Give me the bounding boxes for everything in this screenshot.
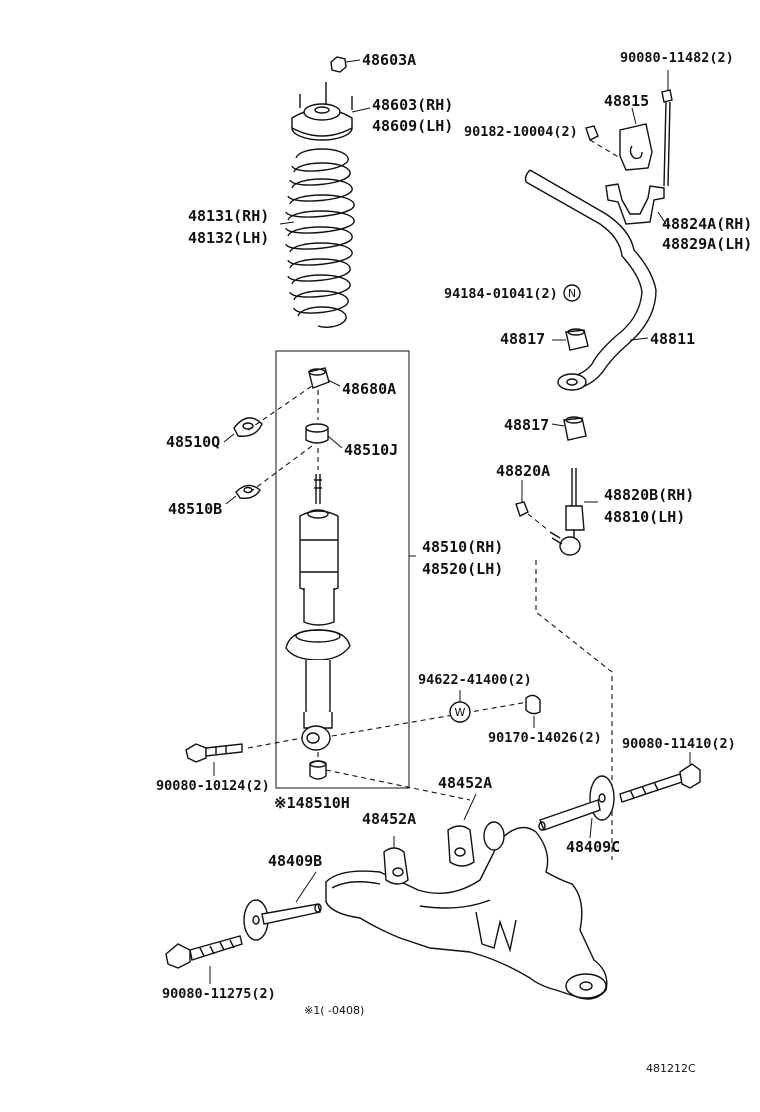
label-48520LH: 48520(LH) [422, 560, 503, 578]
footnote: ※1( -0408) [304, 1004, 364, 1017]
shock-body [285, 474, 351, 751]
washer-48510Q [223, 417, 263, 443]
bolt-90080-10124 [185, 743, 243, 776]
label-48824ARH: 48824A(RH) [662, 215, 752, 233]
label-48131RH: 48131(RH) [188, 207, 269, 225]
cam-washer-48409C [538, 775, 615, 839]
bushing-48817-upper [552, 328, 589, 351]
label-48810LH: 48810(LH) [604, 508, 685, 526]
cushion-48510J [305, 423, 343, 449]
svg-text:W: W [455, 706, 466, 719]
label-48603RH: 48603(RH) [372, 96, 453, 114]
label-90170-14026: 90170-14026(2) [488, 730, 602, 746]
label-94622-41400: 94622-41400(2) [418, 672, 532, 688]
label-48510J: 48510J [344, 441, 398, 459]
nut-48603A [330, 56, 361, 73]
stabilizer-bar-48811 [524, 169, 657, 391]
label-94184-01041: 94184-01041(2) [444, 286, 558, 302]
coil-spring [279, 148, 355, 328]
bushing-48680A [308, 367, 341, 389]
marker-n-icon: N [563, 284, 581, 302]
label-48132LH: 48132(LH) [188, 229, 269, 247]
bushing-48815 [619, 107, 653, 171]
spring-upper-support [291, 82, 371, 141]
bolt-90080-11482 [661, 70, 673, 187]
bushing-48452A-rear [447, 793, 477, 867]
bracket-48824A [605, 183, 667, 225]
nut-90182-10004 [585, 125, 621, 159]
bushing-48817-lower [551, 416, 587, 441]
lower-suspension-arm [325, 821, 608, 1000]
marker-w-icon: W [455, 706, 466, 719]
nut-48820A [515, 480, 549, 531]
label-48510Q: 48510Q [166, 433, 220, 451]
washer-94622-41400 [449, 690, 471, 723]
bolt-90080-11275 [165, 935, 243, 984]
washer-48510B [225, 484, 261, 505]
cam-washer-48409B [243, 871, 322, 941]
label-48829ALH: 48829A(LH) [662, 235, 752, 253]
bushing-48510H [309, 760, 327, 780]
label-48409C: 48409C [566, 838, 620, 856]
bushing-48452A-front [383, 836, 409, 885]
label-48409B: 48409B [268, 852, 322, 870]
label-48609LH: 48609(LH) [372, 117, 453, 135]
shock-absorber-group-box [275, 350, 410, 789]
label-48820A: 48820A [496, 462, 550, 480]
label-48817-upper: 48817 [500, 330, 545, 348]
label-48820BRH: 48820B(RH) [604, 486, 694, 504]
label-90080-10124: 90080-10124(2) [156, 778, 270, 794]
label-90182-10004: 90182-10004(2) [464, 124, 578, 140]
label-48811: 48811 [650, 330, 695, 348]
svg-text:N: N [568, 287, 576, 300]
nut-90170-14026 [525, 694, 541, 728]
label-48510RH: 48510(RH) [422, 538, 503, 556]
label-48452A-front: 48452A [362, 810, 416, 828]
label-90080-11275: 90080-11275(2) [162, 986, 276, 1002]
label-90080-11410: 90080-11410(2) [622, 736, 736, 752]
figure-code: 481212C [646, 1062, 696, 1075]
label-48603A: 48603A [362, 51, 416, 69]
label-48817-lower: 48817 [504, 416, 549, 434]
bolt-90080-11410 [619, 752, 701, 803]
label-90080-11482: 90080-11482(2) [620, 50, 734, 66]
label-48510B: 48510B [168, 500, 222, 518]
link-48820B [549, 468, 598, 556]
label-48680A: 48680A [342, 380, 396, 398]
label-48510H: ※148510H [274, 794, 350, 812]
label-48815: 48815 [604, 92, 649, 110]
label-48452A-rear: 48452A [438, 774, 492, 792]
